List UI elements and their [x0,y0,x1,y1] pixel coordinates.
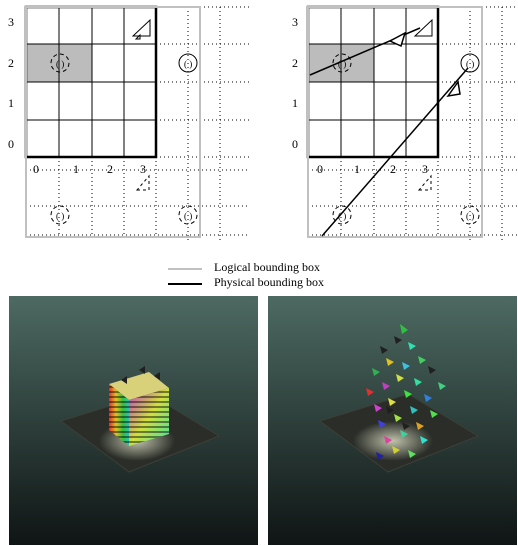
x-tick-label: 0 [317,162,323,176]
x-tick-label: 3 [140,162,146,176]
svg-text:( ): ( ) [338,211,346,221]
dotted-grid [25,6,250,240]
physical-arrows [309,27,469,237]
render-right-panel [268,296,517,545]
physical-arrow-line-2 [321,67,469,237]
x-axis-labels-right: 0 1 2 3 [317,162,428,176]
logical-legend-label: Logical bounding box [214,260,320,274]
svg-text:( ): ( ) [184,211,192,221]
y-tick-label: 3 [292,15,298,29]
y-axis-labels: 3 2 1 0 [8,15,14,151]
y-tick-label: 3 [8,15,14,29]
dashed-circle-glyph-right [178,205,198,225]
physical-legend-label: Physical bounding box [214,275,324,289]
svg-text:( ): ( ) [466,59,474,69]
dashed-circle-glyph [50,53,70,73]
dashed-circle-glyph [332,53,352,73]
x-tick-label: 0 [33,162,39,176]
svg-text:( ): ( ) [466,211,474,221]
dashed-circle-glyph-lower [50,205,70,225]
logical-bounding-box-right [307,6,483,238]
logical-legend-swatch [168,268,202,270]
dashed-circle-glyph-lower [332,205,352,225]
x-tick-label: 1 [73,162,79,176]
circle-glyph [178,53,198,73]
x-axis-labels: 0 1 2 3 [33,162,146,176]
svg-text:( ): ( ) [56,59,64,69]
dashed-triangle-glyph [135,174,150,191]
dashed-triangle-glyph [417,174,432,191]
x-tick-label: 2 [390,162,396,176]
x-tick-label: 3 [422,162,428,176]
y-tick-label: 1 [8,96,14,110]
x-tick-label: 2 [107,162,113,176]
physical-arrow-head-1 [388,31,407,48]
legend: Logical bounding box Physical bounding b… [168,260,418,294]
y-axis-labels-right: 3 2 1 0 [292,15,298,151]
solid-grid [26,7,156,157]
physical-legend-swatch [168,283,202,285]
left-grid-diagram: ( ) ( ) ( ) ( ) 3 2 1 0 0 1 2 3 [8,5,250,240]
y-tick-label: 0 [8,137,14,151]
render-scattered-image [268,296,517,545]
triangle-glyph-inner [134,33,141,40]
diagram-glyphs-right: ( ) ( ) ( ) ( ) [332,18,480,225]
solid-grid-right [308,7,438,157]
physical-arrow-head-2 [446,80,461,98]
dashed-circle-glyph-right [460,205,480,225]
svg-text:( ): ( ) [338,59,346,69]
scattered-triangles [366,324,446,460]
render-left-panel [9,296,258,545]
y-tick-label: 2 [8,56,14,70]
svg-text:( ): ( ) [184,59,192,69]
y-tick-label: 2 [292,56,298,70]
triangle-glyph [413,18,433,37]
cube-top [109,372,169,400]
logical-bounding-box [25,6,201,238]
render-cube-image [9,296,258,545]
circle-glyph [460,53,480,73]
triangle-glyph [131,18,151,37]
x-tick-label: 1 [354,162,360,176]
right-grid-diagram: ( ) ( ) ( ) ( ) 3 2 1 0 0 1 2 3 [292,5,518,240]
y-tick-label: 0 [292,137,298,151]
svg-text:( ): ( ) [56,211,64,221]
diagram-glyphs: ( ) ( ) ( ) ( ) [50,18,198,225]
y-tick-label: 1 [292,96,298,110]
dotted-grid-right [307,6,518,240]
